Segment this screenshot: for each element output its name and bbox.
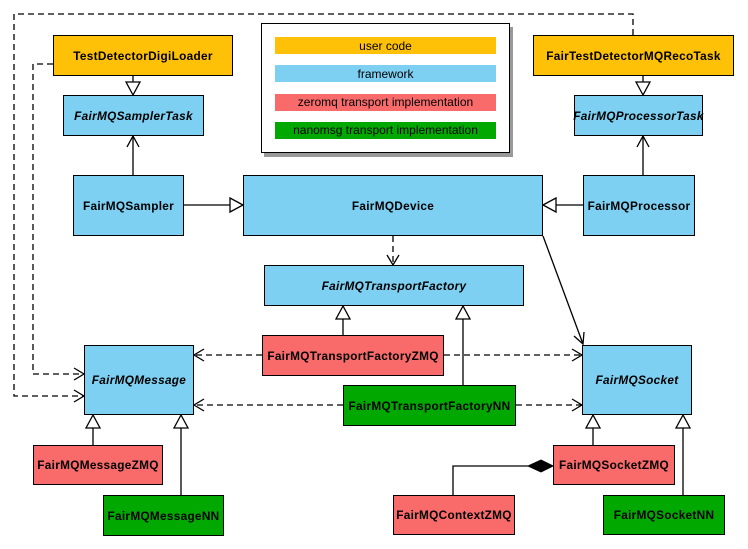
node-fairmqsocket: FairMQSocket (582, 345, 692, 415)
legend: user code framework zeromq transport imp… (261, 23, 510, 153)
legend-item-zeromq: zeromq transport implementation (275, 93, 496, 111)
edge-tfzmq-extends-transportfactory (334, 304, 352, 335)
node-fairmqsocketzmq: FairMQSocketZMQ (553, 445, 675, 485)
edge-messagenn-extends-message (172, 413, 190, 495)
edge-messagezmq-extends-message (84, 413, 102, 445)
node-fairmqprocessortask: FairMQProcessorTask (573, 95, 703, 136)
edge-processor-uses-processortask (636, 134, 650, 175)
edge-socketzmq-composes-contextzmq (452, 459, 555, 495)
edge-digiloader-extends-samplertask (124, 76, 142, 97)
edge-socketnn-extends-socket (674, 413, 692, 495)
node-fairmqtransportfactoryzmq: FairMQTransportFactoryZMQ (262, 335, 444, 376)
edge-processor-extends-device (541, 196, 583, 214)
edge-socketzmq-extends-socket (584, 413, 602, 445)
node-fairmqtransportfactorynn: FairMQTransportFactoryNN (343, 385, 516, 426)
node-fairtestdetectormqrecotask: FairTestDetectorMQRecoTask (533, 35, 734, 76)
legend-item-user-code: user code (275, 37, 496, 54)
legend-item-framework: framework (275, 65, 496, 83)
edge-sampler-extends-device (184, 196, 245, 214)
node-fairmqdevice: FairMQDevice (243, 175, 543, 236)
node-fairmqsampler: FairMQSampler (73, 175, 184, 236)
edge-device-depends-transportfactory (386, 236, 400, 267)
legend-item-nanomsg: nanomsg transport implementation (275, 121, 496, 139)
node-fairmqtransportfactory: FairMQTransportFactory (264, 265, 524, 306)
node-fairmqcontextzmq: FairMQContextZMQ (393, 495, 515, 535)
node-fairmqmessagezmq: FairMQMessageZMQ (33, 445, 163, 485)
edge-tfzmq-depends-socket (444, 348, 584, 362)
edge-tfnn-extends-transportfactory (454, 304, 472, 385)
edge-device-uses-socket (542, 235, 585, 346)
node-fairmqsocketnn: FairMQSocketNN (603, 495, 725, 535)
edge-recotask-extends-processortask (634, 76, 652, 97)
edge-sampler-uses-samplertask (126, 134, 140, 175)
node-fairmqsamplertask: FairMQSamplerTask (63, 95, 204, 136)
edge-tfnn-depends-message (192, 398, 343, 412)
node-fairmqprocessor: FairMQProcessor (583, 175, 695, 236)
edge-tfnn-depends-socket (516, 398, 584, 412)
node-testdetectordigiloader: TestDetectorDigiLoader (53, 35, 233, 76)
node-fairmqmessage: FairMQMessage (84, 345, 194, 415)
edge-tfzmq-depends-message (192, 348, 262, 362)
node-fairmqmessagenn: FairMQMessageNN (103, 495, 224, 536)
